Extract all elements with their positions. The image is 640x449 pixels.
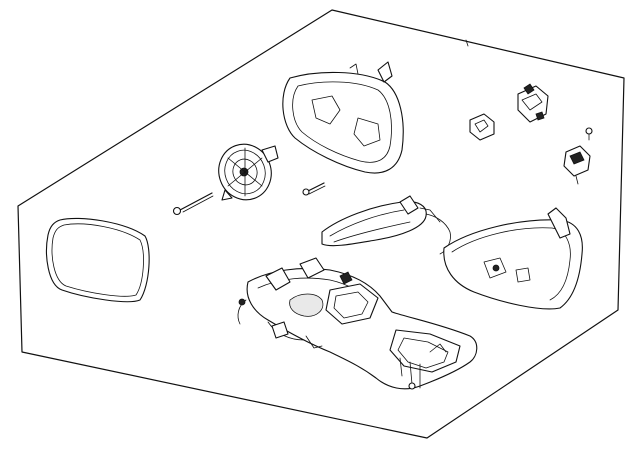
mirror-cover[interactable] [443, 207, 583, 310]
screw[interactable] [172, 192, 214, 216]
mirror-base-housing[interactable] [237, 257, 478, 390]
actuator[interactable] [211, 137, 279, 207]
leader-line [465, 39, 469, 47]
mirror-frame[interactable] [282, 61, 404, 174]
kit-boundary [17, 9, 625, 439]
pin[interactable] [585, 127, 593, 141]
screw-small[interactable] [302, 182, 326, 196]
connector[interactable] [517, 83, 549, 123]
clip[interactable] [469, 113, 495, 141]
turn-signal-lamp[interactable] [321, 195, 451, 255]
mirror-glass[interactable] [45, 217, 150, 303]
bulb-socket[interactable] [563, 145, 591, 185]
